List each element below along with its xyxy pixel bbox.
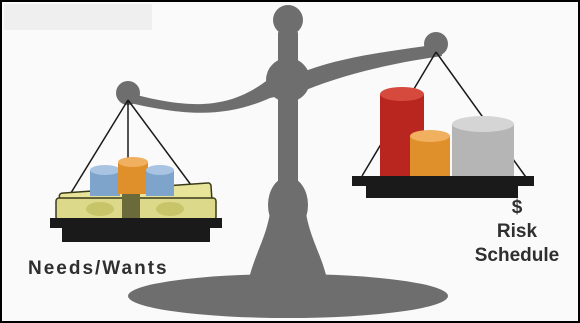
risk-schedule-label: $ Risk Schedule xyxy=(458,196,576,268)
needs-wants-label: Needs/Wants xyxy=(28,258,169,280)
left-pan xyxy=(50,218,222,242)
schedule-label: Schedule xyxy=(458,244,576,268)
right-pan xyxy=(352,176,534,198)
dollar-symbol: $ xyxy=(458,196,576,220)
coin-stack-icon xyxy=(90,157,174,196)
coin-stack-icon xyxy=(380,87,514,176)
risk-label: Risk xyxy=(458,220,576,244)
scale-pillar xyxy=(266,5,310,198)
